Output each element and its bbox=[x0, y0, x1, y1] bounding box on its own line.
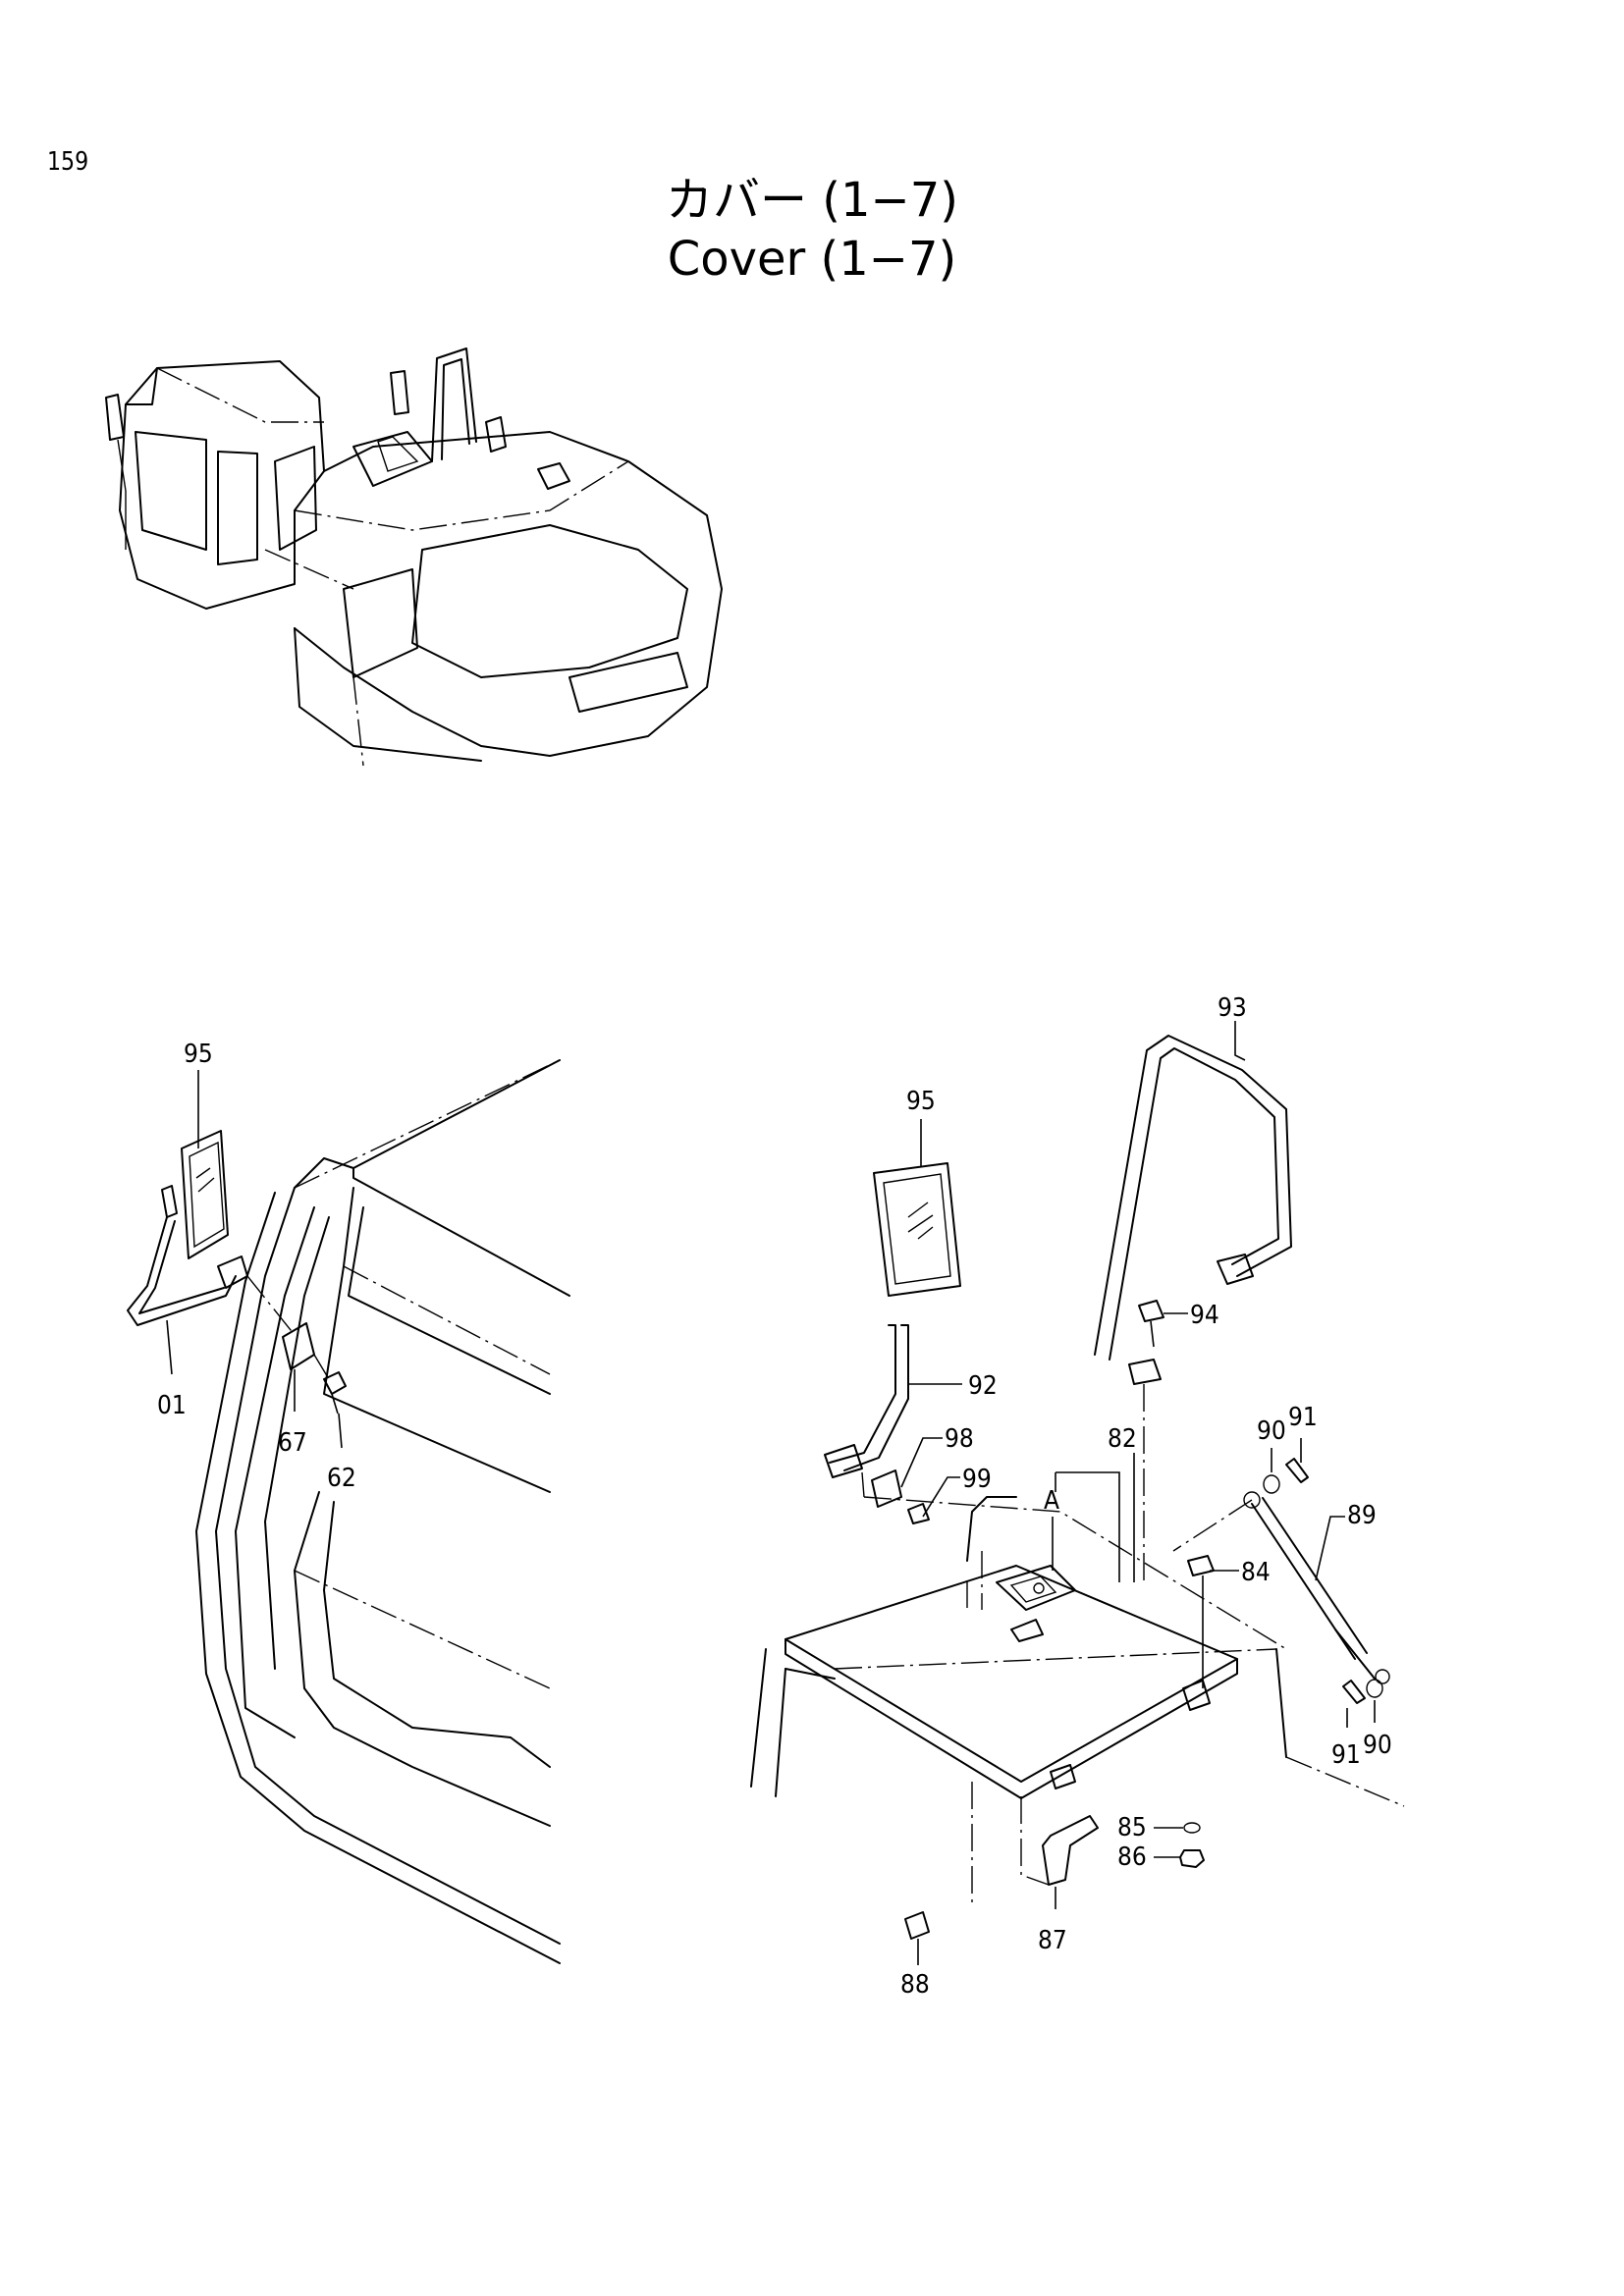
right-leader-lines bbox=[900, 1021, 1376, 1965]
callout-84: 84 bbox=[1241, 1558, 1271, 1587]
left-cab-view bbox=[127, 1059, 570, 1964]
callout-90-lower: 90 bbox=[1363, 1731, 1392, 1760]
callout-88: 88 bbox=[900, 1970, 930, 2000]
page-number: 159 bbox=[47, 147, 89, 177]
callout-98: 98 bbox=[945, 1424, 974, 1454]
callout-94: 94 bbox=[1190, 1301, 1219, 1330]
callout-62: 62 bbox=[327, 1464, 356, 1493]
callout-92: 92 bbox=[968, 1371, 998, 1401]
callout-91-upper: 91 bbox=[1288, 1403, 1318, 1432]
callout-01: 01 bbox=[157, 1391, 187, 1420]
right-cover-assembly bbox=[750, 1035, 1405, 1940]
callout-91-lower: 91 bbox=[1331, 1740, 1361, 1770]
overview-machine-illustration bbox=[105, 347, 723, 767]
callout-82: 82 bbox=[1108, 1424, 1137, 1454]
callout-95-right: 95 bbox=[906, 1087, 936, 1116]
callout-detail-a: A bbox=[1044, 1486, 1059, 1516]
title-japanese: カバー (1−7) bbox=[665, 173, 958, 228]
callout-90-upper: 90 bbox=[1257, 1416, 1286, 1446]
left-leader-lines bbox=[166, 1070, 343, 1449]
title-english: Cover (1−7) bbox=[667, 232, 957, 287]
callout-85: 85 bbox=[1117, 1813, 1147, 1842]
callout-87: 87 bbox=[1038, 1926, 1067, 1955]
callout-86: 86 bbox=[1117, 1842, 1147, 1872]
callout-95-left: 95 bbox=[184, 1040, 213, 1069]
callout-89: 89 bbox=[1347, 1501, 1377, 1530]
callout-67: 67 bbox=[278, 1428, 307, 1458]
callout-93: 93 bbox=[1218, 993, 1247, 1023]
callout-99: 99 bbox=[962, 1465, 992, 1494]
